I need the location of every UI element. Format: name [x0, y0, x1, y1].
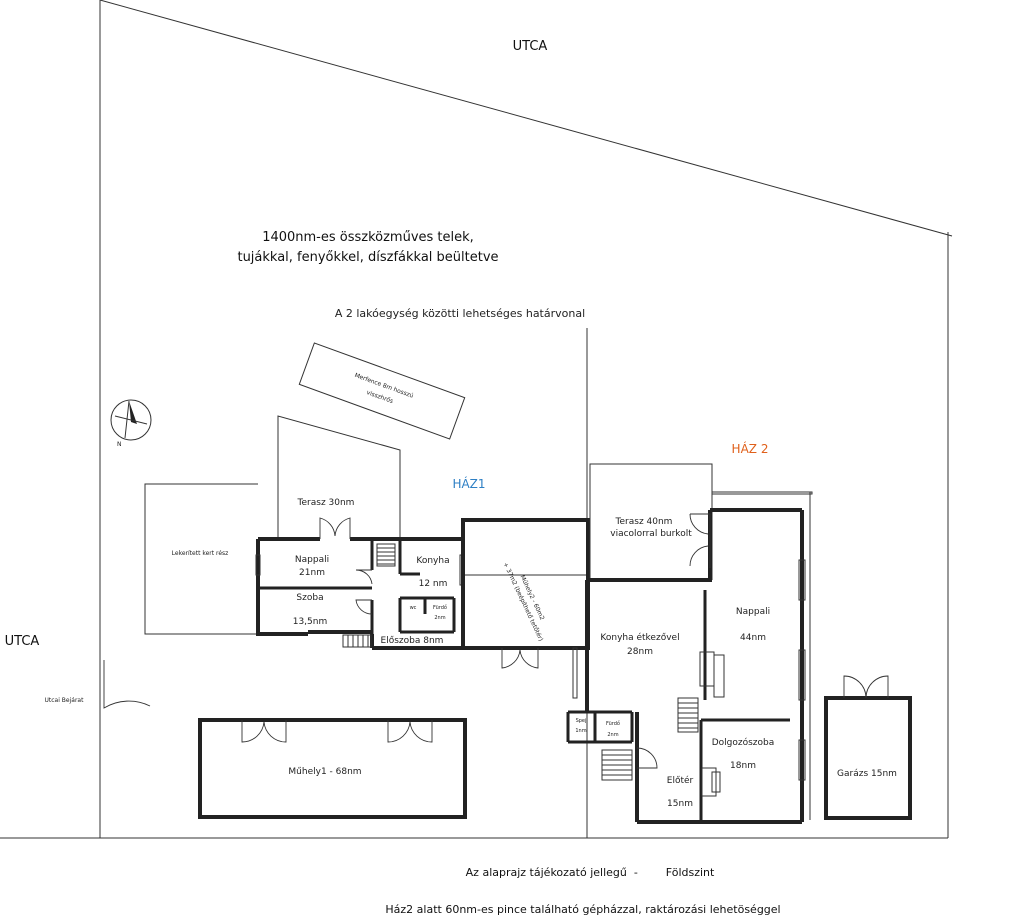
house1-hall-label: Előszoba 8nm	[381, 636, 444, 646]
house1-doors	[319, 517, 373, 615]
house1-living-name: Nappali	[295, 555, 329, 565]
garage-label: Garázs 15nm	[837, 769, 897, 779]
footer-note-line1: Az alaprajz tájékozató jellegű - Földszi…	[466, 866, 715, 879]
house2-label: HÁZ 2	[732, 441, 769, 456]
house1-wc-label: wc	[410, 605, 417, 611]
house2-terrace-line2: viacolorral burkolt	[610, 529, 692, 539]
north-arrow-icon: N	[110, 399, 152, 448]
house2-kitchen-line1: Konyha étkezővel	[600, 632, 679, 643]
house2	[566, 463, 813, 824]
house2-living-name: Nappali	[736, 607, 770, 617]
garden-label: Lekerített kert rész	[172, 550, 229, 557]
house1-kitchen-area: 12 nm	[419, 579, 448, 589]
house1-room-area: 13,5nm	[293, 617, 328, 627]
plot-description-line2: tujákkal, fenyőkkel, díszfákkal beültetv…	[237, 250, 498, 265]
plot-description-line1: 1400nm-es összközműves telek,	[262, 230, 474, 245]
svg-text:N: N	[117, 441, 122, 448]
workshop1	[198, 718, 467, 819]
house2-kitchen-line2: 28nm	[627, 647, 653, 657]
house1-bath-area: 2nm	[434, 615, 445, 621]
footer-note-line2: Ház2 alatt 60nm-es pince található géphá…	[385, 903, 780, 916]
house2-storage-line2: 1nm	[575, 728, 586, 734]
garden-area	[144, 415, 401, 635]
house1-stairs	[342, 543, 396, 648]
house2-storage-line1: Spej	[576, 718, 587, 724]
house2-bath-area: 2nm	[607, 732, 618, 738]
house2-living-area: 44nm	[740, 633, 766, 643]
plot-outline	[0, 0, 953, 839]
house1-living-area: 21nm	[299, 568, 325, 578]
house1-terrace-label: Terasz 30nm	[297, 498, 355, 508]
boundary-label: A 2 lakóegység közötti lehetséges határv…	[335, 307, 585, 320]
house1	[255, 517, 465, 650]
house2-terrace-line1: Terasz 40nm	[615, 517, 673, 527]
house2-study-name: Dolgozószoba	[712, 737, 775, 748]
house1-kitchen-name: Konyha	[416, 556, 449, 566]
house2-study-area: 18nm	[730, 761, 756, 771]
house2-stairs	[601, 697, 699, 781]
house2-bath-name: Fürdő	[606, 721, 620, 727]
fence-box: Merfence 8m hosszú visszhrős	[298, 342, 466, 440]
house2-hall-area: 15nm	[667, 799, 693, 809]
street-entrance-label: Utcai Bejárat	[45, 697, 85, 704]
garage	[824, 675, 912, 820]
street-top-label: UTCA	[513, 39, 548, 54]
house1-bath-name: Fürdő	[433, 605, 447, 611]
street-entrance-door	[103, 660, 151, 709]
house2-hall-name: Előtér	[667, 775, 694, 786]
street-left-label: UTCA	[5, 634, 40, 649]
house1-label: HÁZ1	[452, 476, 485, 491]
workshop1-label: Műhely1 - 68nm	[288, 767, 361, 777]
house1-room-name: Szoba	[296, 593, 323, 603]
